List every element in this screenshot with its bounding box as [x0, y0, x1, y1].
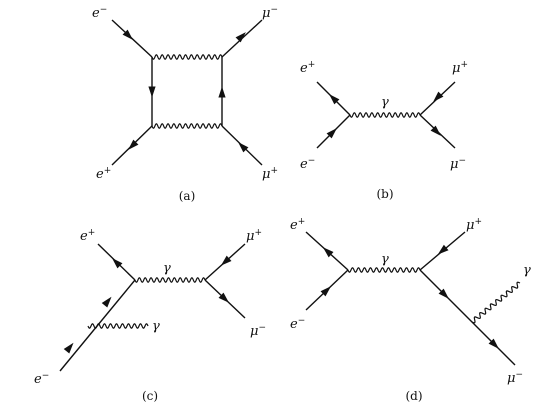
arrow-d-2	[320, 286, 331, 297]
arrow-c-5	[218, 292, 229, 303]
photon-b	[349, 112, 421, 118]
photon-c	[134, 277, 206, 283]
arrow-c-4	[220, 255, 232, 266]
arrow-b-1	[329, 94, 340, 105]
label-a-mu-plus: μ+	[262, 166, 278, 182]
label-c-mu-plus: μ+	[246, 228, 262, 244]
label-c-e-plus: e+	[80, 228, 95, 244]
label-a-mu-minus: μ−	[262, 5, 278, 21]
label-d-photon: γ	[381, 252, 389, 267]
diagram-c: e+ μ+ e− μ− γ γ (c)	[34, 228, 266, 403]
label-b-e-minus: e−	[300, 156, 315, 172]
label-d-mu-plus: μ+	[466, 217, 482, 233]
label-a-e-plus: e+	[96, 166, 111, 182]
arrow-d-4	[438, 288, 449, 299]
arrow-a-5	[128, 139, 139, 150]
arrow-b-4	[430, 125, 441, 136]
label-d-radiated-photon: γ	[523, 263, 531, 278]
label-b-mu-minus: μ−	[450, 156, 466, 172]
label-b-mu-plus: μ+	[452, 60, 468, 76]
photon-a-bottom	[151, 123, 223, 129]
label-a-e-minus: e−	[92, 5, 107, 21]
arrow-d-1	[322, 247, 334, 258]
arrow-d-3	[437, 244, 449, 255]
arrow-c-3	[63, 342, 74, 354]
label-d-e-minus: e−	[290, 316, 305, 332]
arrow-a-3	[148, 86, 156, 98]
diagram-d: e+ μ+ e− μ− γ γ (d)	[290, 217, 531, 403]
arrow-a-4	[218, 86, 226, 98]
label-c-photon: γ	[163, 261, 171, 276]
label-d-mu-minus: μ−	[507, 370, 523, 386]
arrow-a-6	[238, 142, 249, 153]
label-c-e-minus: e−	[34, 371, 49, 387]
photon-d-radiated	[471, 281, 521, 324]
photon-d	[347, 267, 421, 273]
photon-a-top	[151, 54, 223, 60]
caption-a: (a)	[179, 189, 196, 203]
label-b-photon: γ	[381, 95, 389, 110]
caption-d: (d)	[405, 389, 422, 403]
arrow-a-2	[235, 32, 246, 43]
arrow-c-2	[101, 296, 112, 308]
caption-b: (b)	[376, 187, 393, 201]
label-d-e-plus: e+	[290, 217, 305, 233]
arrow-d-5	[488, 338, 499, 349]
photon-c-radiated	[87, 323, 149, 329]
label-c-radiated-photon: γ	[152, 319, 160, 334]
caption-c: (c)	[142, 389, 158, 403]
label-c-mu-minus: μ−	[250, 323, 266, 339]
arrow-b-2	[326, 128, 337, 139]
diagram-a: e− μ− e+ μ+ (a)	[92, 5, 278, 203]
line-d-mu-minus	[419, 269, 516, 366]
arrow-a-1	[122, 29, 133, 40]
label-b-e-plus: e+	[300, 60, 315, 76]
diagram-b: e+ μ+ e− μ− γ (b)	[300, 60, 468, 201]
arrow-b-3	[433, 91, 444, 102]
arrow-c-1	[112, 258, 123, 269]
